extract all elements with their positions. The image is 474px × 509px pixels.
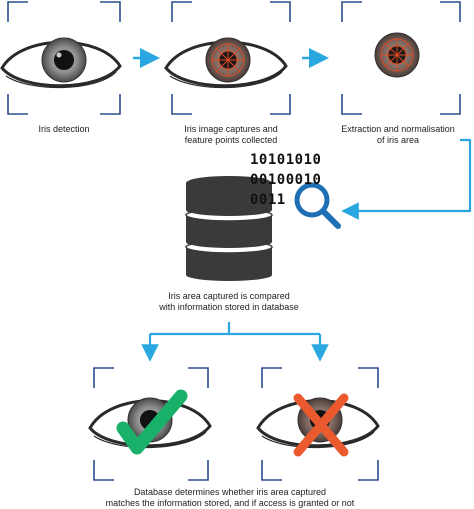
frame-brackets xyxy=(341,1,461,115)
result-rejected xyxy=(256,367,380,481)
binary-data: 10101010 00100010 0011 xyxy=(250,150,321,210)
caption-line: Database determines whether iris area ca… xyxy=(133,487,327,497)
caption-compare: Iris area captured is compared with info… xyxy=(129,291,329,313)
caption-iris-detection: Iris detection xyxy=(4,124,124,135)
feature-points-overlay xyxy=(211,43,245,77)
split-arrows xyxy=(141,322,329,362)
frame-brackets xyxy=(171,1,291,115)
eye-icon xyxy=(164,37,288,89)
result-accepted xyxy=(88,367,212,481)
step-iris-extraction xyxy=(341,1,461,115)
caption-line: Iris image captures and xyxy=(184,124,278,134)
flow-arrow xyxy=(341,138,472,220)
cross-icon xyxy=(293,393,349,457)
step-iris-detection xyxy=(0,1,122,115)
caption-iris-capture: Iris image captures and feature points c… xyxy=(161,124,301,146)
binary-line: 0011 xyxy=(250,192,286,208)
checkmark-icon xyxy=(116,389,188,455)
eye-icon xyxy=(0,37,122,89)
caption-line: of iris area xyxy=(376,135,420,145)
caption-line: matches the information stored, and if a… xyxy=(105,498,355,508)
iris-icon xyxy=(374,32,420,78)
frame-brackets xyxy=(93,367,209,481)
caption-line: feature points collected xyxy=(184,135,278,145)
binary-line: 00100010 xyxy=(250,172,322,188)
step-iris-capture xyxy=(164,1,291,115)
caption-line: Iris area captured is compared xyxy=(168,291,290,301)
binary-line: 10101010 xyxy=(250,152,322,168)
magnifier-icon xyxy=(294,182,341,229)
caption-iris-extraction: Extraction and normalisation of iris are… xyxy=(326,124,470,146)
frame-brackets xyxy=(261,367,379,481)
database-icon xyxy=(185,176,273,281)
frame-brackets xyxy=(7,1,121,115)
caption-line: with information stored in database xyxy=(159,302,299,312)
caption-line: Iris detection xyxy=(38,124,90,134)
caption-line: Extraction and normalisation xyxy=(341,124,455,134)
caption-decision: Database determines whether iris area ca… xyxy=(60,487,400,509)
